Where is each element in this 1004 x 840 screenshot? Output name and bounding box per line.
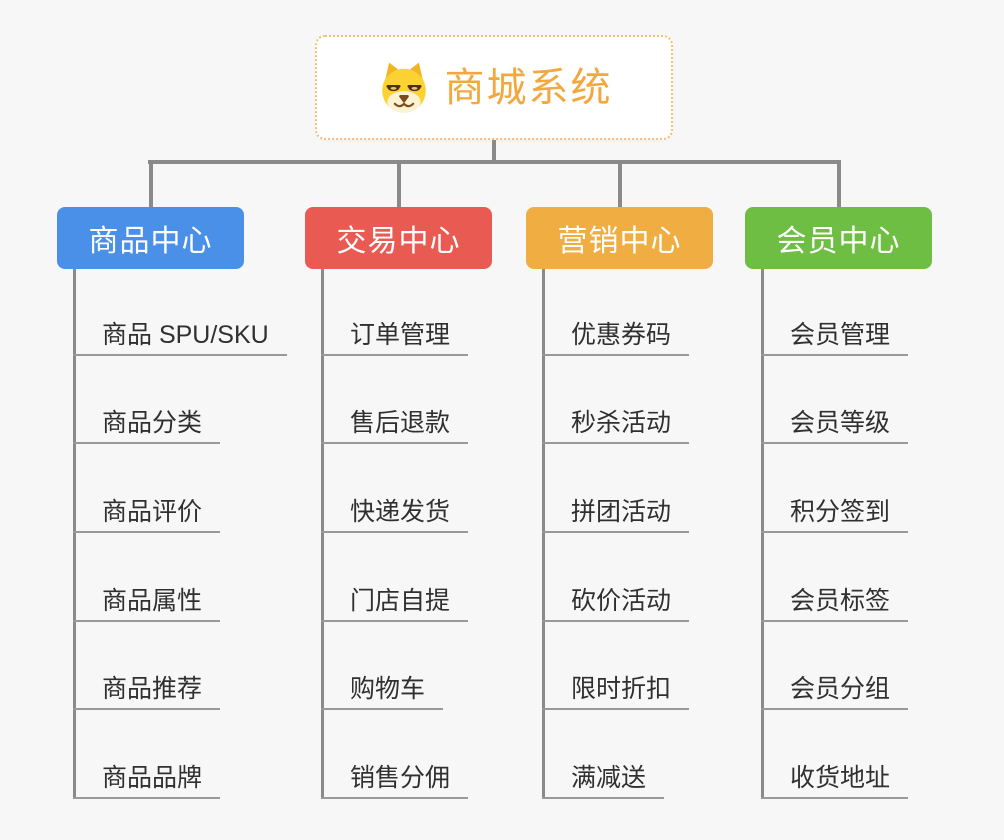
tree-item[interactable]: 优惠券码 bbox=[542, 308, 690, 356]
tree-item[interactable]: 商品推荐 bbox=[73, 662, 221, 710]
connector-branch-dropline bbox=[148, 162, 153, 207]
connector-branch-trunk bbox=[321, 269, 324, 799]
branch-node-2[interactable]: 交易中心 bbox=[305, 207, 492, 269]
connector-branch-dropline bbox=[396, 162, 401, 207]
tree-item[interactable]: 会员管理 bbox=[761, 308, 909, 356]
tree-item[interactable]: 商品品牌 bbox=[73, 751, 221, 799]
connector-horizontal-bar bbox=[148, 160, 841, 164]
tree-item[interactable]: 售后退款 bbox=[321, 396, 469, 444]
branch-node-4[interactable]: 会员中心 bbox=[745, 207, 932, 269]
tree-item[interactable]: 订单管理 bbox=[321, 308, 469, 356]
connector-branch-trunk bbox=[73, 269, 76, 799]
tree-item[interactable]: 积分签到 bbox=[761, 485, 909, 533]
tree-item[interactable]: 秒杀活动 bbox=[542, 396, 690, 444]
tree-item[interactable]: 快递发货 bbox=[321, 485, 469, 533]
branch-node-1[interactable]: 商品中心 bbox=[57, 207, 244, 269]
connector-branch-dropline bbox=[836, 162, 841, 207]
tree-item[interactable]: 购物车 bbox=[321, 662, 444, 710]
connector-root-vertical bbox=[492, 140, 496, 162]
tree-item[interactable]: 商品 SPU/SKU bbox=[73, 308, 287, 356]
tree-item[interactable]: 满减送 bbox=[542, 751, 665, 799]
connector-branch-trunk bbox=[542, 269, 545, 799]
tree-item[interactable]: 砍价活动 bbox=[542, 574, 690, 622]
root-node-label: 商城系统 bbox=[444, 65, 613, 110]
tree-item[interactable]: 门店自提 bbox=[321, 574, 469, 622]
tree-item[interactable]: 商品评价 bbox=[73, 485, 221, 533]
tree-item[interactable]: 会员分组 bbox=[761, 662, 909, 710]
tree-item[interactable]: 会员等级 bbox=[761, 396, 909, 444]
tree-item[interactable]: 商品分类 bbox=[73, 396, 221, 444]
root-node[interactable]: 商城系统 bbox=[315, 35, 673, 140]
tree-item[interactable]: 会员标签 bbox=[761, 574, 909, 622]
branch-node-3[interactable]: 营销中心 bbox=[526, 207, 713, 269]
connector-branch-trunk bbox=[761, 269, 764, 799]
tree-item[interactable]: 商品属性 bbox=[73, 574, 221, 622]
tree-item[interactable]: 销售分佣 bbox=[321, 751, 469, 799]
dog-face-icon bbox=[376, 60, 432, 116]
tree-item[interactable]: 限时折扣 bbox=[542, 662, 690, 710]
tree-item[interactable]: 收货地址 bbox=[761, 751, 909, 799]
connector-branch-dropline bbox=[617, 162, 622, 207]
tree-item[interactable]: 拼团活动 bbox=[542, 485, 690, 533]
